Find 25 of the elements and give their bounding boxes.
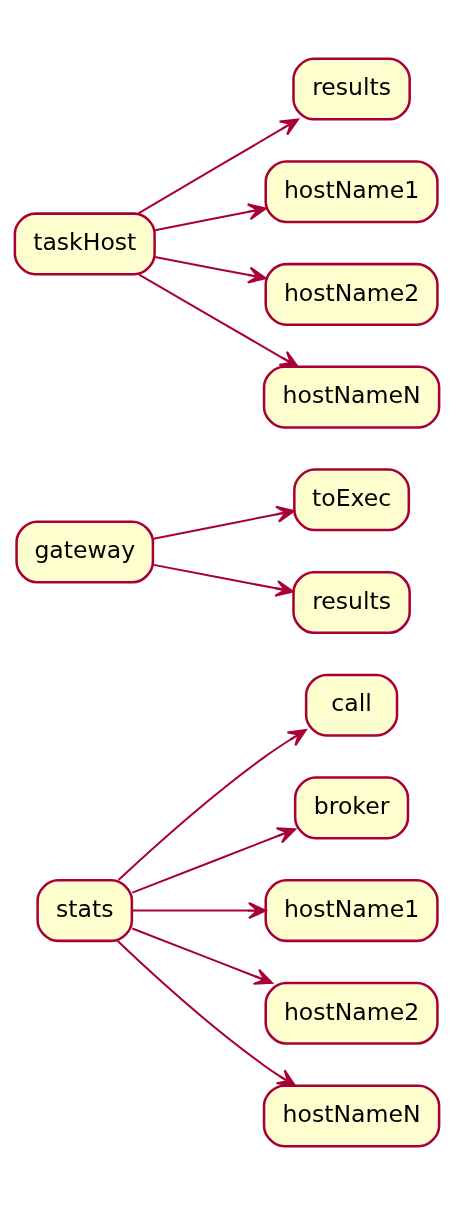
arrow — [131, 927, 274, 985]
arrow — [137, 118, 299, 215]
node-box: hostName1 — [264, 879, 439, 943]
arrow — [117, 729, 307, 881]
node-box: hostName2 — [264, 262, 439, 326]
arrow — [153, 563, 295, 597]
node-box: hostName1 — [264, 160, 439, 224]
arrow — [132, 902, 267, 920]
node-box: results — [292, 57, 411, 121]
arrow — [153, 505, 295, 540]
arrow — [116, 940, 296, 1087]
node-box: taskHost — [13, 212, 156, 276]
arrow — [138, 273, 299, 368]
arrow — [131, 827, 296, 894]
node-box: hostName2 — [264, 981, 439, 1045]
node-box: toExec — [293, 468, 411, 532]
node-box: broker — [293, 776, 410, 840]
node-box: call — [304, 673, 399, 737]
arrow — [154, 256, 267, 284]
arrow — [154, 203, 267, 232]
node-box: results — [292, 570, 411, 635]
node-box: hostNameN — [262, 1084, 441, 1148]
node-box: hostNameN — [262, 365, 441, 429]
node-box: stats — [36, 879, 134, 943]
node-box: gateway — [15, 520, 155, 584]
